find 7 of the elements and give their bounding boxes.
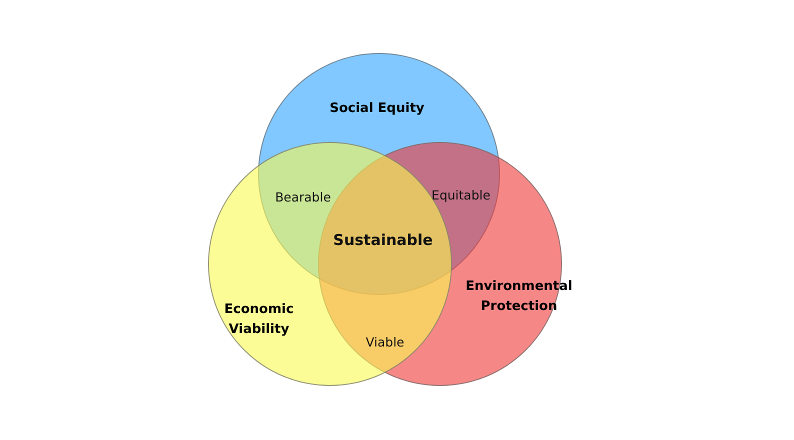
overlap-label: Equitable (432, 188, 490, 202)
overlap-label: Bearable (275, 190, 331, 204)
overlap-label: Viable (366, 334, 404, 350)
circle-title: Environmental Protection (464, 278, 574, 316)
overlap-label: Sustainable (333, 231, 433, 249)
circle-title: Economic Viability (223, 301, 295, 338)
circle-title: Social Equity (328, 100, 426, 118)
